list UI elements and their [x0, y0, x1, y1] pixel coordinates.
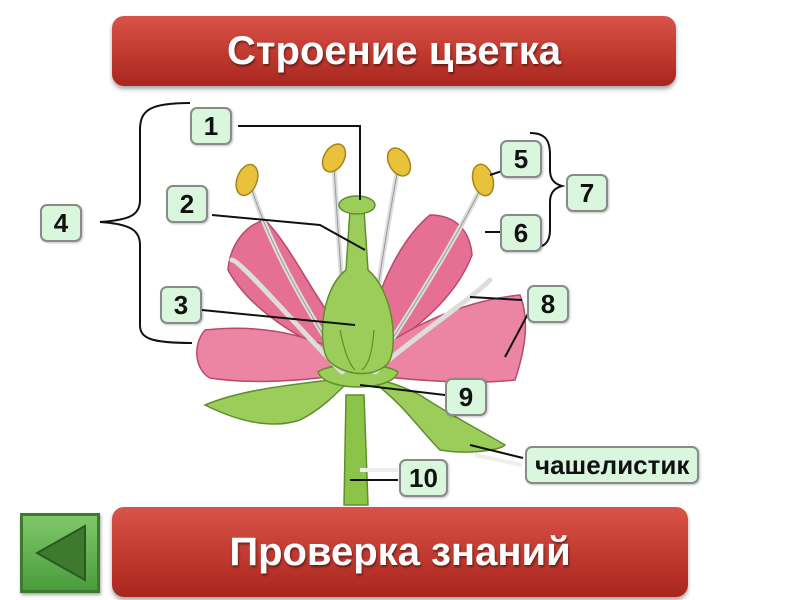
label-sepal: чашелистик: [525, 446, 699, 484]
label-5: 5: [500, 140, 542, 178]
anther-2: [318, 140, 350, 176]
sepal-left: [205, 380, 345, 424]
label-2: 2: [166, 185, 208, 223]
label-9: 9: [445, 378, 487, 416]
label-7: 7: [566, 174, 608, 212]
label-6: 6: [500, 214, 542, 252]
check-knowledge-button[interactable]: Проверка знаний: [112, 507, 688, 597]
stem: [344, 395, 368, 505]
label-1: 1: [190, 107, 232, 145]
pistil: [322, 210, 393, 374]
triangle-left-icon: [23, 516, 97, 590]
label-8: 8: [527, 285, 569, 323]
label-10: 10: [399, 459, 448, 497]
anther-4: [469, 162, 497, 198]
stigma: [339, 196, 375, 214]
back-button[interactable]: [20, 513, 100, 593]
label-4: 4: [40, 204, 82, 242]
label-3: 3: [160, 286, 202, 324]
anther-3: [383, 144, 415, 180]
anther-1: [232, 162, 262, 199]
